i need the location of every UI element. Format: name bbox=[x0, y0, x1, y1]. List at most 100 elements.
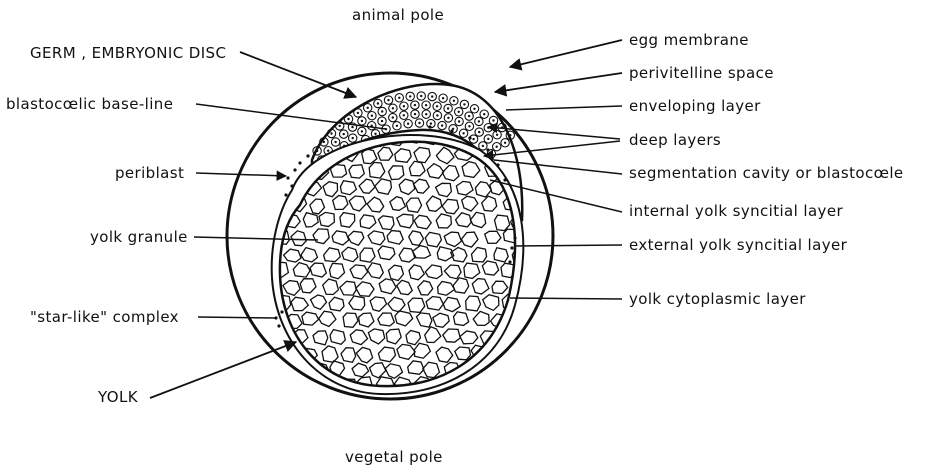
yolk-granule-cell bbox=[538, 230, 553, 245]
germ-cell-nucleus bbox=[425, 113, 427, 115]
germ-cell-nucleus bbox=[492, 119, 494, 121]
germ-cell-nucleus bbox=[381, 110, 383, 112]
yolk-granule-cell bbox=[549, 281, 565, 297]
label-periblast: periblast bbox=[115, 164, 184, 182]
yolk-granule-cell bbox=[474, 378, 491, 394]
label-external-ysl: external yolk syncitial layer bbox=[629, 236, 848, 254]
periblast-dot bbox=[513, 236, 516, 239]
germ-cell-nucleus bbox=[472, 138, 474, 140]
germ-cell-nucleus bbox=[458, 111, 460, 113]
germ-cell-nucleus bbox=[478, 120, 480, 122]
label-enveloping-layer: enveloping layer bbox=[629, 97, 761, 115]
germ-cell-nucleus bbox=[468, 125, 470, 127]
yolk-granule-cell bbox=[548, 214, 564, 229]
yolk-granule-cell bbox=[302, 115, 317, 130]
germ-cell-nucleus bbox=[418, 122, 420, 124]
yolk-granule-cell bbox=[548, 115, 565, 130]
germ-cell-nucleus bbox=[377, 102, 379, 104]
germ-cell-nucleus bbox=[323, 141, 325, 143]
germ-cell-nucleus bbox=[403, 114, 405, 116]
yolk-granule-cell bbox=[263, 180, 280, 194]
germ-cell-nucleus bbox=[361, 120, 363, 122]
leader-yolk-cytoplasmic bbox=[510, 298, 622, 299]
yolk-granule-cell bbox=[549, 313, 566, 328]
leader-perivitelline-space bbox=[495, 73, 622, 92]
periblast-dot bbox=[508, 260, 511, 263]
germ-cell-nucleus bbox=[425, 104, 427, 106]
label-star-like-complex: "star-like" complex bbox=[30, 308, 179, 326]
yolk-granule-cell bbox=[284, 377, 301, 392]
yolk-granule-cell bbox=[531, 378, 547, 393]
label-animal-pole: animal pole bbox=[352, 6, 444, 24]
germ-cell-nucleus bbox=[478, 131, 480, 133]
yolk-granule-cell bbox=[558, 232, 573, 245]
yolk-granule-cell bbox=[529, 213, 546, 228]
periblast-dot bbox=[510, 246, 513, 249]
germ-cell-nucleus bbox=[414, 113, 416, 115]
germ-cell-nucleus bbox=[473, 108, 475, 110]
yolk-granule-cell bbox=[549, 346, 564, 361]
germ-cell-nucleus bbox=[357, 112, 359, 114]
label-segmentation-cavity: segmentation cavity or blastocœle bbox=[629, 164, 904, 182]
germ-cell-nucleus bbox=[430, 122, 432, 124]
leader-enveloping-layer bbox=[506, 106, 622, 110]
periblast-dot bbox=[306, 154, 309, 157]
germ-cell-nucleus bbox=[409, 95, 411, 97]
germ-cell-nucleus bbox=[330, 132, 332, 134]
yolk-granule-cell bbox=[512, 376, 529, 392]
germ-cell-nucleus bbox=[436, 105, 438, 107]
germ-cell-nucleus bbox=[436, 114, 438, 116]
yolk-granule-cell bbox=[513, 116, 529, 131]
germ-cell-nucleus bbox=[374, 133, 376, 135]
germ-cell-nucleus bbox=[334, 141, 336, 143]
germ-cell-nucleus bbox=[504, 142, 506, 144]
label-germ-disc: GERM , EMBRYONIC DISC bbox=[30, 44, 226, 62]
germ-cell-nucleus bbox=[361, 130, 363, 132]
germ-cell-nucleus bbox=[447, 107, 449, 109]
germ-cell-nucleus bbox=[352, 137, 354, 139]
yolk-granule-cell bbox=[493, 377, 510, 393]
periblast-dot bbox=[496, 163, 499, 166]
leader-egg-membrane bbox=[510, 40, 622, 67]
germ-cell-nucleus bbox=[351, 126, 353, 128]
germ-cell-nucleus bbox=[327, 150, 329, 152]
label-internal-ysl: internal yolk syncitial layer bbox=[629, 202, 843, 220]
germ-cell-nucleus bbox=[347, 118, 349, 120]
germ-cell-nucleus bbox=[482, 145, 484, 147]
yolk-granule-cell bbox=[557, 362, 573, 378]
yolk-granule-cell bbox=[557, 328, 573, 342]
germ-cell-nucleus bbox=[414, 104, 416, 106]
germ-cell-nucleus bbox=[496, 134, 498, 136]
yolk-granule-cell bbox=[522, 166, 539, 181]
yolk-granule-cell bbox=[273, 131, 290, 145]
yolk-granule-cell bbox=[528, 246, 546, 262]
germ-cell-nucleus bbox=[392, 107, 394, 109]
periblast-dot bbox=[503, 178, 506, 181]
periblast-dot bbox=[277, 324, 280, 327]
germ-cell-nucleus bbox=[420, 95, 422, 97]
yolk-granule-cell bbox=[281, 147, 298, 160]
germ-cell-nucleus bbox=[509, 134, 511, 136]
germ-cell-nucleus bbox=[483, 113, 485, 115]
periblast-dot bbox=[428, 125, 431, 128]
label-blastocoelic-base-line: blastocœlic base-line bbox=[6, 95, 173, 113]
yolk-granule-cell bbox=[513, 347, 529, 361]
yolk-granule-cell bbox=[540, 330, 558, 345]
yolk-granule-cell bbox=[520, 364, 537, 378]
yolk-granule-cell bbox=[549, 181, 564, 194]
germ-cell-nucleus bbox=[496, 146, 498, 148]
germ-cell-nucleus bbox=[441, 124, 443, 126]
leader-germ-disc bbox=[240, 52, 356, 97]
germ-cell-nucleus bbox=[392, 116, 394, 118]
germ-cell-nucleus bbox=[371, 115, 373, 117]
germ-cell-nucleus bbox=[407, 123, 409, 125]
yolk-granule-cell bbox=[550, 149, 567, 164]
periblast-dot bbox=[290, 184, 293, 187]
yolk-granule-cell bbox=[536, 362, 553, 376]
yolk-granule-cell bbox=[542, 132, 557, 147]
yolk-granule-cell bbox=[264, 149, 280, 164]
periblast-dot bbox=[284, 193, 287, 196]
germ-cell-nucleus bbox=[316, 150, 318, 152]
periblast-dot bbox=[450, 129, 453, 132]
